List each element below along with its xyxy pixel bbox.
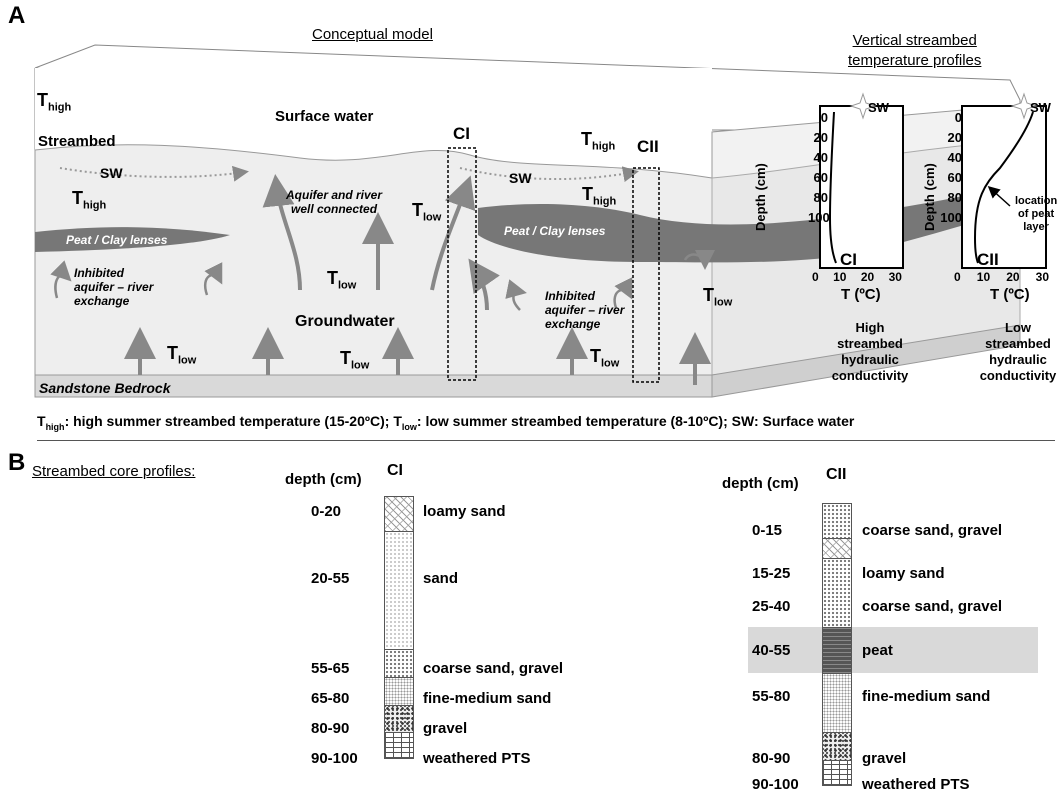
groundwater-label: Groundwater	[295, 313, 395, 330]
ci-layer-label: fine-medium sand	[423, 690, 552, 707]
cii-core-box	[632, 167, 660, 383]
t-high-surface: Thigh	[37, 90, 72, 114]
ci-layer-gravel	[384, 705, 414, 733]
cii-layer-coarse	[822, 503, 852, 539]
sw-label-left: SW	[100, 165, 123, 181]
peat-clay-label-right: Peat / Clay lenses	[504, 224, 606, 238]
cii-layer-depth: 25-40	[752, 598, 791, 615]
peat-highlight-band	[748, 627, 1038, 673]
t-low-bottom-right: Tlow	[590, 346, 620, 370]
ci-profile-curve	[828, 111, 837, 264]
ci-layer-depth: 90-100	[311, 750, 358, 767]
cii-profile-curve	[973, 111, 1034, 264]
cii-layer-coarse	[822, 558, 852, 628]
cii-x-axis-label: T (ºC)	[990, 286, 1030, 303]
cii-label: CII	[637, 137, 659, 156]
sw-label-right: SW	[509, 170, 532, 186]
panel-letter-a: A	[8, 2, 26, 29]
cii-y-axis-label: Depth (cm)	[922, 163, 937, 231]
cii-layer-depth: 55-80	[752, 688, 791, 705]
ci-layer-depth: 0-20	[311, 503, 342, 520]
ci-label: CI	[453, 124, 470, 143]
ci-x-axis-label: T (ºC)	[841, 286, 881, 303]
ci-layer-coarse	[384, 649, 414, 678]
core-profiles-title: Streambed core profiles:	[32, 463, 196, 480]
ci-sw-label: SW	[868, 100, 889, 115]
sw-star-cii	[1010, 92, 1038, 120]
ci-layer-label: loamy sand	[423, 503, 506, 520]
conceptual-model-title: Conceptual model	[312, 26, 433, 43]
ci-layer-depth: 80-90	[311, 720, 350, 737]
t-high-streambed-right: Thigh	[582, 184, 617, 208]
t-low-bottom-left: Tlow	[167, 343, 197, 367]
ci-layer-label: coarse sand, gravel	[423, 660, 564, 677]
t-low-right-edge: Tlow	[703, 285, 733, 309]
cii-layer-gravel	[822, 732, 852, 761]
cii-layer-depth: 40-55	[752, 642, 791, 659]
cii-layer-label: fine-medium sand	[862, 688, 991, 705]
cii-layer-depth: 15-25	[752, 565, 791, 582]
cii-layer-label: gravel	[862, 750, 907, 767]
ci-layer-depth: 65-80	[311, 690, 350, 707]
cii-core-name: CII	[826, 466, 847, 483]
temperature-profile-charts	[819, 92, 1047, 269]
cii-layer-fine	[822, 673, 852, 733]
t-high-streambed-left: Thigh	[72, 188, 107, 212]
surface-water-label: Surface water	[275, 108, 374, 125]
ci-core-name: CI	[387, 462, 403, 479]
cii-layer-depth: 90-100	[752, 776, 799, 793]
streambed-label: Streambed	[38, 133, 116, 150]
section-divider	[37, 440, 1055, 441]
panel-a-caption: Thigh: high summer streambed temperature…	[37, 413, 855, 432]
cii-layer-label: coarse sand, gravel	[862, 522, 1003, 539]
ci-layer-pts	[384, 732, 414, 759]
ci-layer-depth: 20-55	[311, 570, 350, 587]
t-low-mid: Tlow	[327, 268, 357, 292]
ci-layer-depth: 55-65	[311, 660, 350, 677]
cii-layer-pts	[822, 760, 852, 786]
panel-letter-b: B	[8, 449, 26, 476]
cii-layer-depth: 0-15	[752, 522, 783, 539]
sandstone-bedrock-label: Sandstone Bedrock	[39, 380, 171, 396]
ci-profile-name: CI	[840, 250, 857, 269]
surface-water-region	[35, 68, 712, 158]
cii-layer-depth: 80-90	[752, 750, 791, 767]
ci-layer-loamy	[384, 496, 414, 532]
cii-layer-label: weathered PTS	[862, 776, 970, 793]
streambed-front	[34, 144, 713, 376]
ci-depth-header: depth (cm)	[285, 471, 362, 488]
cii-layer-label: coarse sand, gravel	[862, 598, 1003, 615]
ci-layer-label: weathered PTS	[423, 750, 531, 767]
cii-sw-label: SW	[1030, 100, 1051, 115]
cii-layer-label: loamy sand	[862, 565, 945, 582]
t-low-bottom-mid: Tlow	[340, 348, 370, 372]
peat-clay-label-left: Peat / Clay lenses	[66, 233, 168, 247]
cii-profile-name: CII	[977, 250, 999, 269]
ci-layer-label: sand	[423, 570, 459, 587]
t-low-connected: Tlow	[412, 200, 442, 224]
ci-y-axis-label: Depth (cm)	[753, 163, 768, 231]
cii-layer-label: peat	[862, 642, 893, 659]
peat-lens-left	[35, 227, 230, 252]
ci-layer-sand	[384, 531, 414, 650]
cii-depth-header: depth (cm)	[722, 475, 799, 492]
ci-layer-label: gravel	[423, 720, 468, 737]
t-high-label-right: Thigh	[581, 129, 616, 153]
cii-layer-peat	[822, 627, 852, 674]
cii-layer-loamy	[822, 538, 852, 559]
sw-star-ci	[849, 92, 877, 120]
ci-layer-fine	[384, 677, 414, 706]
